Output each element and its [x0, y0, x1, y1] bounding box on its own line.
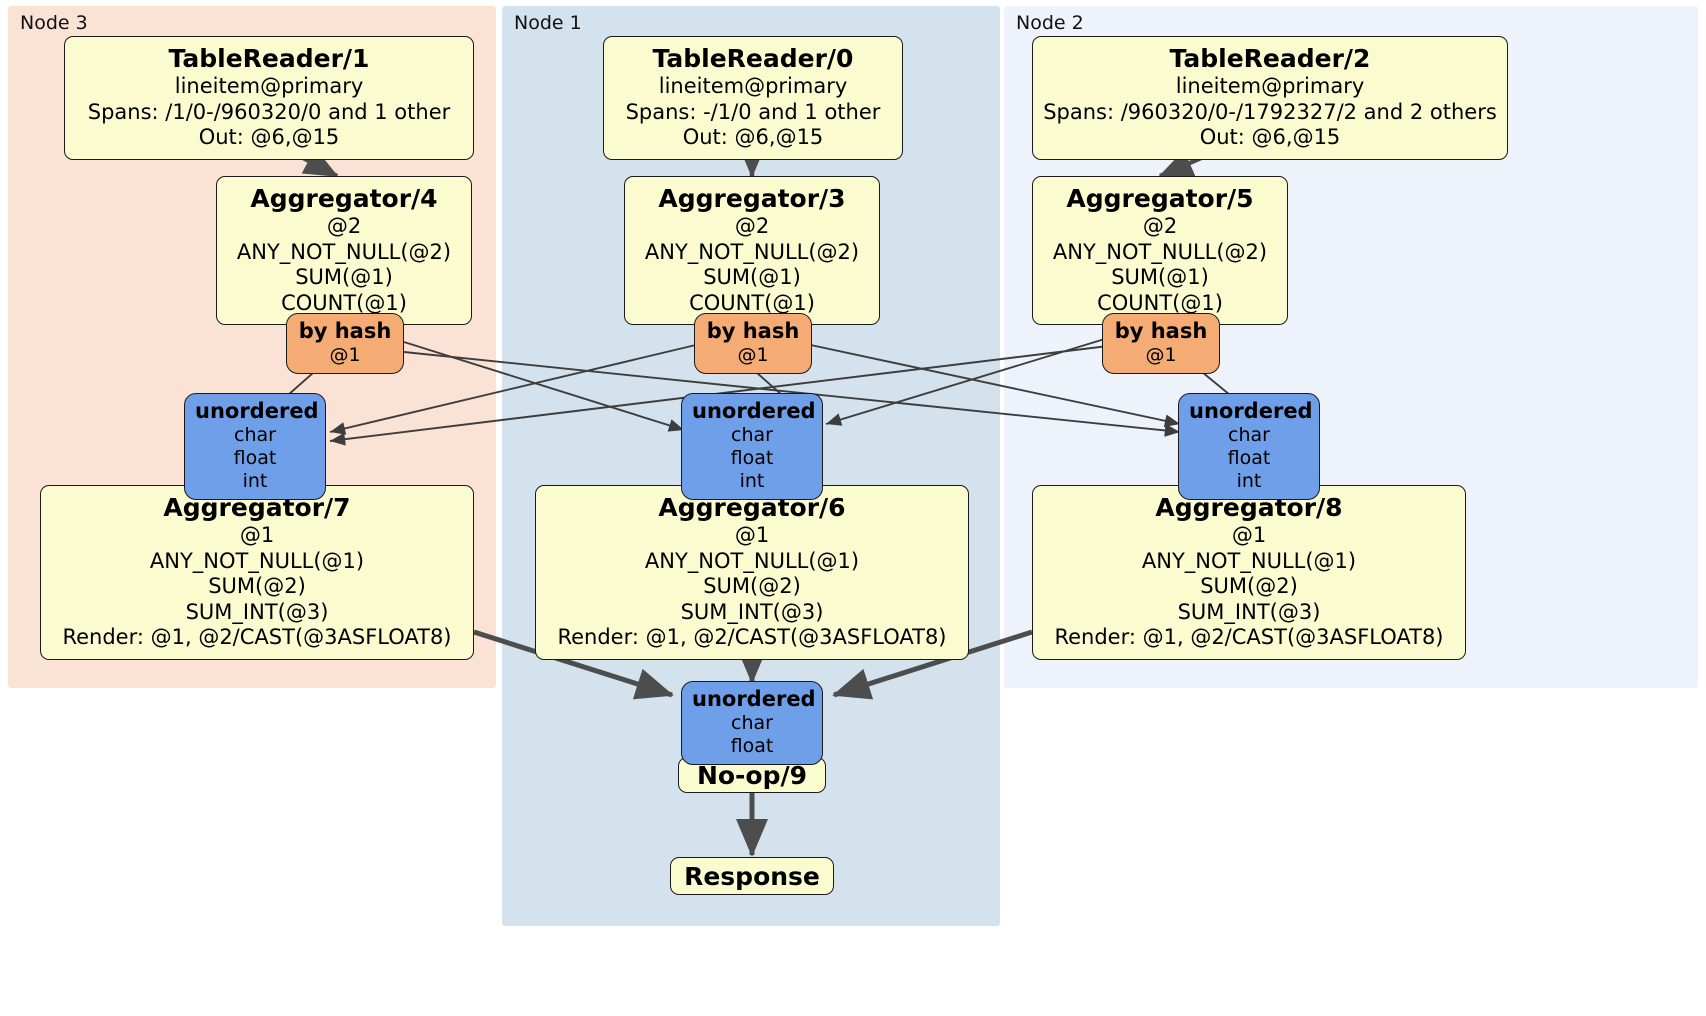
processor-aggregator-8[interactable]: Aggregator/8 @1 ANY_NOT_NULL(@1) SUM(@2)…: [1032, 485, 1466, 660]
processor-title: Aggregator/4: [250, 184, 438, 213]
processor-line: lineitem@primary: [174, 74, 364, 98]
processor-line: SUM(@1): [1111, 265, 1209, 289]
router-title: unordered: [692, 399, 816, 423]
processor-title: Aggregator/3: [658, 184, 846, 213]
router-title: unordered: [1189, 399, 1313, 423]
processor-line: Spans: -/1/0 and 1 other: [625, 99, 881, 124]
processor-line: SUM(@1): [295, 265, 393, 289]
processor-line: lineitem@primary: [658, 74, 848, 98]
processor-title: Response: [684, 861, 820, 891]
processor-table-reader-1[interactable]: TableReader/1 lineitem@primary Spans: /1…: [64, 36, 474, 160]
router-line: @1: [737, 344, 769, 366]
processor-line: Out: @6,@15: [682, 125, 824, 149]
processor-line: ANY_NOT_NULL(@1): [644, 548, 860, 573]
processor-line: @1: [734, 523, 770, 547]
router-line: char: [731, 712, 773, 734]
router-unordered-center[interactable]: unordered char float int: [681, 393, 823, 500]
router-line: @1: [1145, 344, 1177, 366]
router-title: by hash: [298, 319, 392, 343]
processor-line: SUM(@2): [703, 574, 801, 598]
processor-line: COUNT(@1): [689, 290, 815, 315]
processor-line: COUNT(@1): [1097, 290, 1223, 315]
processor-line: Spans: /960320/0-/1792327/2 and 2 others: [1043, 99, 1497, 124]
router-line: float: [730, 447, 774, 469]
processor-title: No-op/9: [696, 760, 808, 790]
router-line: float: [730, 735, 774, 757]
processor-line: Render: @1, @2/CAST(@3ASFLOAT8): [557, 625, 947, 649]
processor-title: Aggregator/5: [1066, 184, 1254, 213]
processor-line: @2: [734, 214, 770, 238]
processor-title: TableReader/0: [652, 44, 854, 73]
processor-title: TableReader/1: [168, 44, 370, 73]
processor-line: lineitem@primary: [1175, 74, 1365, 98]
processor-line: SUM_INT(@3): [185, 599, 329, 624]
processor-line: @1: [1231, 523, 1267, 547]
router-title: unordered: [692, 687, 816, 711]
router-line: int: [242, 470, 268, 492]
processor-line: Render: @1, @2/CAST(@3ASFLOAT8): [62, 625, 452, 649]
router-unordered-right[interactable]: unordered char float int: [1178, 393, 1320, 500]
router-line: char: [731, 424, 773, 446]
processor-line: SUM(@2): [208, 574, 306, 598]
router-line: int: [1236, 470, 1262, 492]
processor-line: COUNT(@1): [281, 290, 407, 315]
router-unordered-final[interactable]: unordered char float: [681, 681, 823, 765]
router-by-hash-left[interactable]: by hash @1: [286, 313, 404, 374]
router-line: @1: [329, 344, 361, 366]
router-line: char: [1228, 424, 1270, 446]
region-node-2-label: Node 2: [1016, 12, 1084, 34]
processor-aggregator-5[interactable]: Aggregator/5 @2 ANY_NOT_NULL(@2) SUM(@1)…: [1032, 176, 1288, 325]
processor-title: TableReader/2: [1169, 44, 1371, 73]
processor-line: @1: [239, 523, 275, 547]
processor-line: ANY_NOT_NULL(@1): [1141, 548, 1357, 573]
region-node-3-label: Node 3: [20, 12, 88, 34]
processor-line: Spans: /1/0-/960320/0 and 1 other: [87, 99, 451, 124]
region-node-1-label: Node 1: [514, 12, 582, 34]
processor-line: Out: @6,@15: [1199, 125, 1341, 149]
processor-line: Render: @1, @2/CAST(@3ASFLOAT8): [1054, 625, 1444, 649]
processor-table-reader-2[interactable]: TableReader/2 lineitem@primary Spans: /9…: [1032, 36, 1508, 160]
router-line: float: [1227, 447, 1271, 469]
processor-line: Out: @6,@15: [198, 125, 340, 149]
processor-line: SUM_INT(@3): [680, 599, 824, 624]
processor-line: ANY_NOT_NULL(@1): [149, 548, 365, 573]
router-unordered-left[interactable]: unordered char float int: [184, 393, 326, 500]
router-by-hash-right[interactable]: by hash @1: [1102, 313, 1220, 374]
processor-aggregator-4[interactable]: Aggregator/4 @2 ANY_NOT_NULL(@2) SUM(@1)…: [216, 176, 472, 325]
processor-line: ANY_NOT_NULL(@2): [1052, 239, 1268, 264]
processor-line: ANY_NOT_NULL(@2): [236, 239, 452, 264]
router-title: by hash: [706, 319, 800, 343]
processor-aggregator-7[interactable]: Aggregator/7 @1 ANY_NOT_NULL(@1) SUM(@2)…: [40, 485, 474, 660]
router-by-hash-center[interactable]: by hash @1: [694, 313, 812, 374]
router-line: char: [234, 424, 276, 446]
router-line: int: [739, 470, 765, 492]
processor-aggregator-3[interactable]: Aggregator/3 @2 ANY_NOT_NULL(@2) SUM(@1)…: [624, 176, 880, 325]
processor-line: SUM_INT(@3): [1177, 599, 1321, 624]
processor-line: SUM(@2): [1200, 574, 1298, 598]
router-title: unordered: [195, 399, 319, 423]
processor-line: @2: [1142, 214, 1178, 238]
processor-table-reader-0[interactable]: TableReader/0 lineitem@primary Spans: -/…: [603, 36, 903, 160]
processor-line: SUM(@1): [703, 265, 801, 289]
processor-line: ANY_NOT_NULL(@2): [644, 239, 860, 264]
processor-line: @2: [326, 214, 362, 238]
router-title: by hash: [1114, 319, 1208, 343]
processor-response[interactable]: Response: [670, 857, 834, 895]
processor-aggregator-6[interactable]: Aggregator/6 @1 ANY_NOT_NULL(@1) SUM(@2)…: [535, 485, 969, 660]
router-line: float: [233, 447, 277, 469]
